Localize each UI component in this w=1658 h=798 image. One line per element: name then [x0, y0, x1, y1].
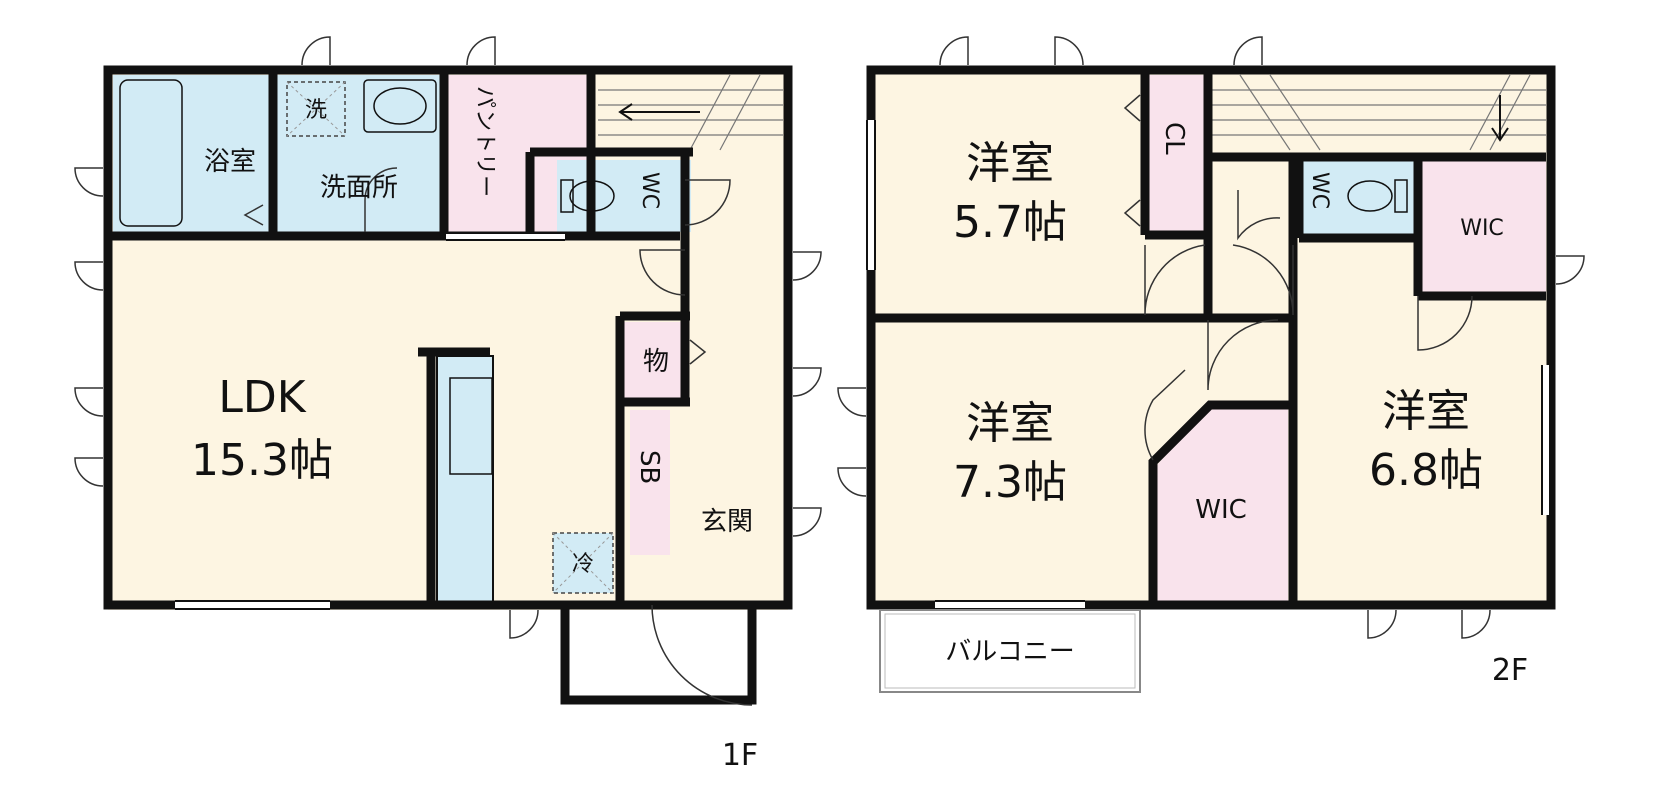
- washroom-label: 洗面所: [320, 173, 398, 203]
- basin-bowl: [373, 87, 427, 125]
- washer-label: 洗: [305, 98, 327, 123]
- toilet2-bowl: [1347, 180, 1393, 212]
- stairs-1f: [598, 74, 783, 151]
- storage-label: 物: [643, 347, 669, 377]
- washer-x2: [286, 81, 346, 137]
- washer-x1: [286, 81, 346, 137]
- shoebox-floor: [630, 410, 670, 555]
- wic-top-label: WIC: [1460, 216, 1504, 241]
- porch-wall: [560, 605, 757, 705]
- wic-bottom-wall: [1148, 400, 1293, 605]
- floor-2f-label: 2F: [1492, 653, 1528, 688]
- closet-label: CL: [1159, 122, 1189, 155]
- closet-floor: [1149, 75, 1204, 235]
- fridge-x2: [552, 532, 614, 594]
- storage-floor: [624, 322, 687, 402]
- toilet-label: WC: [637, 172, 662, 209]
- toilet2-tank: [1394, 179, 1408, 213]
- balcony-inner: [884, 613, 1136, 689]
- bath-label: 浴室: [204, 147, 256, 177]
- toilet2-floor: [1299, 157, 1417, 234]
- kitchen-sink: [449, 377, 493, 475]
- pantry-label: パントリー: [472, 86, 497, 197]
- wic-top-floor: [1418, 157, 1546, 293]
- shoebox-label: SB: [634, 450, 664, 484]
- floor-1f-label: 1F: [722, 738, 758, 773]
- entrance-label: 玄関: [701, 507, 753, 537]
- washer-box: [286, 81, 346, 137]
- wic-bottom-label: WIC: [1195, 495, 1247, 525]
- stairs-2f: [1208, 74, 1546, 151]
- room-a-label: 洋室: [966, 138, 1054, 189]
- bathtub: [119, 79, 183, 227]
- first-floor: LDK 15.3帖 浴室 洗面所 洗 パントリー WC 物 SB 玄関 冷 1F: [74, 36, 822, 773]
- fridge-label: 冷: [572, 552, 594, 577]
- ldk-label: LDK: [218, 372, 306, 423]
- room-b-label: 洋室: [966, 398, 1054, 449]
- toilet-floor: [557, 160, 691, 232]
- room-c-label: 洋室: [1382, 386, 1470, 437]
- toilet2-label: WC: [1307, 172, 1332, 209]
- kitchen-counter: [436, 355, 494, 603]
- balcony-label: バルコニー: [945, 637, 1074, 667]
- wic-bottom-floor: [1153, 405, 1288, 605]
- toilet-tank: [560, 179, 574, 213]
- room-c-size: 6.8帖: [1369, 445, 1483, 496]
- balcony-outline: [879, 609, 1141, 693]
- ldk-size: 15.3帖: [191, 435, 333, 486]
- room-a-size: 5.7帖: [953, 197, 1067, 248]
- second-floor: 洋室 5.7帖 洋室 7.3帖 洋室 6.8帖 CL WC WIC WIC バル…: [837, 36, 1585, 693]
- room-b-size: 7.3帖: [953, 457, 1067, 508]
